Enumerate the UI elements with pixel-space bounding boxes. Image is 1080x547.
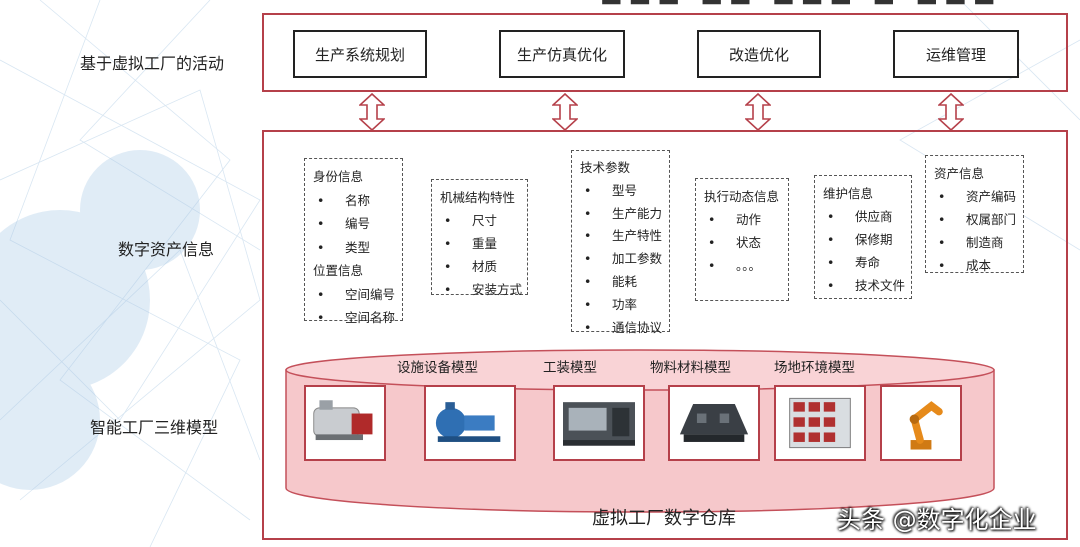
maintenance-heading: 维护信息 [823,186,874,201]
execution-info-box: 执行动态信息 动作 状态 。。。 [695,178,789,301]
mechanical-heading: 机械结构特性 [440,190,516,205]
warehouse-label: 虚拟工厂数字仓库 [592,508,736,529]
fixture-image [668,385,760,461]
technical-item: 生产能力 [580,203,662,226]
label-asset-info: 数字资产信息 [118,240,215,259]
double-arrow-icon [938,93,964,131]
label-models: 智能工厂三维模型 [90,418,219,437]
maintenance-item: 保修期 [823,228,903,251]
technical-item: 加工参数 [580,248,662,271]
activity-renovation-optimization[interactable]: 改造优化 [697,30,821,78]
boiler-image [304,385,386,461]
location-heading: 位置信息 [313,263,364,278]
model-label-site: 场地环境模型 [774,360,855,376]
technical-item: 通信协议 [580,317,662,340]
identity-heading: 身份信息 [313,169,364,184]
technical-item: 功率 [580,294,661,317]
maintenance-item: 供应商 [823,205,903,228]
robot-arm-image [880,385,962,461]
model-label-material: 物料材料模型 [650,360,731,376]
identity-item: 名称 [313,189,394,213]
activity-operation-maintenance[interactable]: 运维管理 [893,30,1019,78]
cnc-machine-image [553,385,645,461]
asset-item: 资产编码 [934,185,1016,208]
technical-heading: 技术参数 [580,160,631,175]
cropped-title: ▬▬▬ ▬▬ ▬▬▬ ▬ ▬▬▬ [600,0,1080,6]
model-label-tooling: 工装模型 [543,360,597,376]
mechanical-item: 尺寸 [440,209,519,232]
location-item: 空间名称 [313,306,395,330]
execution-item: 。。。 [704,254,780,277]
activity-production-planning[interactable]: 生产系统规划 [293,30,427,78]
mechanical-item: 材质 [440,255,519,278]
label-activities: 基于虚拟工厂的活动 [80,54,225,73]
mechanical-info-box: 机械结构特性 尺寸 重量 材质 安装方式 [431,179,528,297]
technical-item: 生产特性 [580,225,662,248]
asset-info-box: 资产信息 资产编码 权属部门 制造商 成本 [925,155,1024,273]
activity-simulation-optimization[interactable]: 生产仿真优化 [499,30,625,78]
identity-item: 类型 [313,236,394,260]
asset-item: 成本 [934,254,1015,277]
execution-heading: 执行动态信息 [704,189,780,204]
identity-item: 编号 [313,212,394,236]
technical-item: 能耗 [580,271,661,294]
storage-rack-image [774,385,866,461]
technical-info-box: 技术参数 型号 生产能力 生产特性 加工参数 能耗 功率 通信协议 [571,150,670,335]
technical-item: 型号 [580,180,661,203]
maintenance-info-box: 维护信息 供应商 保修期 寿命 技术文件 [814,175,912,299]
digital-asset-frame [262,130,1068,540]
activities-frame [262,13,1068,92]
asset-item: 权属部门 [934,208,1016,231]
mechanical-item: 重量 [440,232,519,255]
asset-heading: 资产信息 [934,166,985,181]
maintenance-item: 技术文件 [823,274,905,297]
watermark: 头条 @数字化企业 [837,506,1037,534]
identity-info-box: 身份信息 名称 编号 类型 位置信息 空间编号 空间名称 [304,158,403,325]
asset-item: 制造商 [934,231,1015,254]
model-label-facility: 设施设备模型 [397,360,478,376]
mechanical-item: 安装方式 [440,278,522,301]
location-item: 空间编号 [313,283,395,307]
pump-image [424,385,516,461]
double-arrow-icon [359,93,385,131]
execution-item: 状态 [704,231,780,254]
maintenance-item: 寿命 [823,251,903,274]
double-arrow-icon [745,93,771,131]
double-arrow-icon [552,93,578,131]
execution-item: 动作 [704,208,780,231]
